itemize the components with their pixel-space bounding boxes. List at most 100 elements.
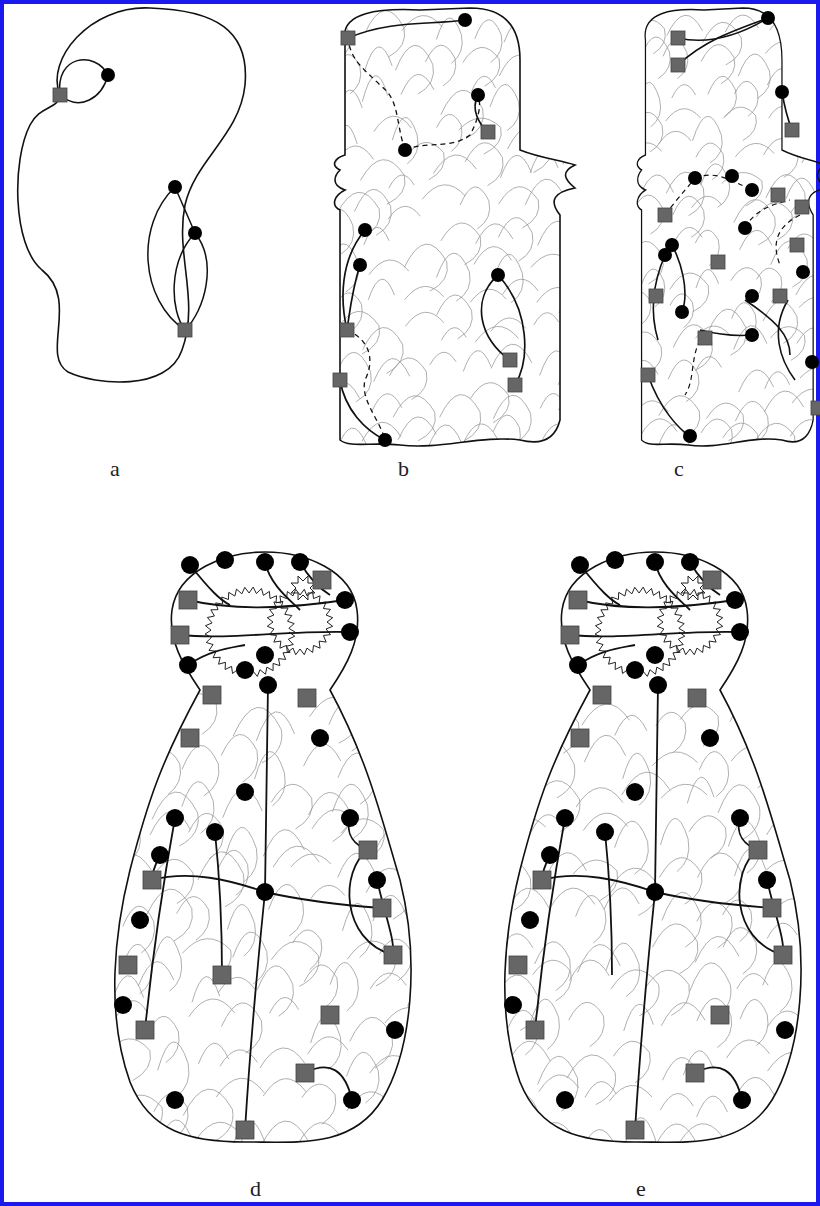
- dot-marker: [181, 556, 199, 574]
- square-marker: [333, 373, 347, 387]
- connection-line: [678, 18, 768, 65]
- square-marker: [711, 1006, 729, 1024]
- connection-line: [535, 818, 565, 1030]
- square-marker: [143, 871, 161, 889]
- dot-marker: [256, 553, 274, 571]
- dot-marker: [745, 328, 759, 342]
- dot-marker: [646, 553, 664, 571]
- dot-marker: [179, 656, 197, 674]
- dot-marker: [556, 809, 574, 827]
- dot-marker: [368, 871, 386, 889]
- square-marker: [203, 686, 221, 704]
- dot-marker: [675, 305, 689, 319]
- connection-line: [340, 380, 385, 440]
- dot-marker: [336, 591, 354, 609]
- square-marker: [811, 401, 820, 415]
- dashed-path: [745, 200, 790, 228]
- dot-marker: [188, 226, 202, 240]
- square-marker: [569, 591, 587, 609]
- dot-marker: [626, 661, 644, 679]
- connection-line: [578, 645, 635, 665]
- square-marker: [533, 871, 551, 889]
- connection-line: [348, 20, 465, 38]
- square-marker: [373, 899, 391, 917]
- dot-marker: [681, 553, 699, 571]
- dot-marker: [101, 68, 115, 82]
- panel-letter: d: [250, 1178, 261, 1200]
- cell-texture: [101, 694, 473, 1206]
- dot-marker: [341, 809, 359, 827]
- dot-marker: [541, 846, 559, 864]
- square-marker: [53, 88, 67, 102]
- panel-c: [626, 8, 820, 510]
- connection-line: [672, 245, 685, 312]
- square-marker: [384, 946, 402, 964]
- dot-marker: [731, 623, 749, 641]
- cell-texture: [626, 12, 820, 510]
- square-marker: [749, 841, 767, 859]
- dot-marker: [745, 183, 759, 197]
- square-marker: [703, 571, 721, 589]
- square-marker: [213, 966, 231, 984]
- square-marker: [340, 323, 354, 337]
- square-marker: [688, 689, 706, 707]
- square-marker: [790, 238, 804, 252]
- connection-line: [739, 850, 783, 955]
- connection-line: [343, 230, 365, 330]
- square-marker: [171, 626, 189, 644]
- square-marker: [698, 331, 712, 345]
- dot-marker: [311, 729, 329, 747]
- cell-texture: [490, 699, 820, 1206]
- dot-marker: [291, 553, 309, 571]
- dot-marker: [606, 551, 624, 569]
- connection-line: [377, 880, 393, 955]
- dot-marker: [216, 551, 234, 569]
- square-marker: [503, 353, 517, 367]
- panel-e: [490, 551, 820, 1206]
- tissue-outline: [335, 8, 575, 446]
- dot-marker: [131, 911, 149, 929]
- dashed-path: [685, 340, 700, 395]
- dot-marker: [726, 591, 744, 609]
- dot-marker: [491, 268, 505, 282]
- connection-line: [175, 187, 195, 233]
- connection-line: [349, 850, 393, 955]
- dot-marker: [569, 656, 587, 674]
- dot-marker: [646, 646, 664, 664]
- dot-marker: [725, 169, 739, 183]
- panel-letter: b: [398, 458, 409, 480]
- connection-line: [188, 645, 245, 665]
- square-marker: [236, 1121, 254, 1139]
- square-marker: [671, 31, 685, 45]
- dot-marker: [738, 221, 752, 235]
- dot-marker: [504, 996, 522, 1014]
- square-marker: [763, 899, 781, 917]
- dot-marker: [805, 355, 819, 369]
- dot-marker: [151, 846, 169, 864]
- connection-line: [174, 233, 195, 330]
- square-marker: [526, 1021, 544, 1039]
- dot-marker: [341, 623, 359, 641]
- square-marker: [359, 841, 377, 859]
- zigzag-ring: [657, 589, 722, 654]
- dot-marker: [256, 646, 274, 664]
- connection-line: [648, 375, 690, 436]
- square-marker: [771, 188, 785, 202]
- connection-line: [570, 632, 740, 637]
- connection-line: [498, 275, 525, 385]
- connection-line: [778, 300, 795, 380]
- dot-marker: [256, 883, 274, 901]
- square-marker: [711, 255, 725, 269]
- panel-letter: e: [636, 1178, 646, 1200]
- dot-marker: [398, 143, 412, 157]
- dot-marker: [166, 809, 184, 827]
- dot-marker: [683, 429, 697, 443]
- tissue-outline: [505, 552, 801, 1142]
- dot-marker: [775, 85, 789, 99]
- square-marker: [686, 1064, 704, 1082]
- connection-line: [481, 275, 510, 360]
- connection-line: [605, 832, 612, 975]
- square-marker: [671, 58, 685, 72]
